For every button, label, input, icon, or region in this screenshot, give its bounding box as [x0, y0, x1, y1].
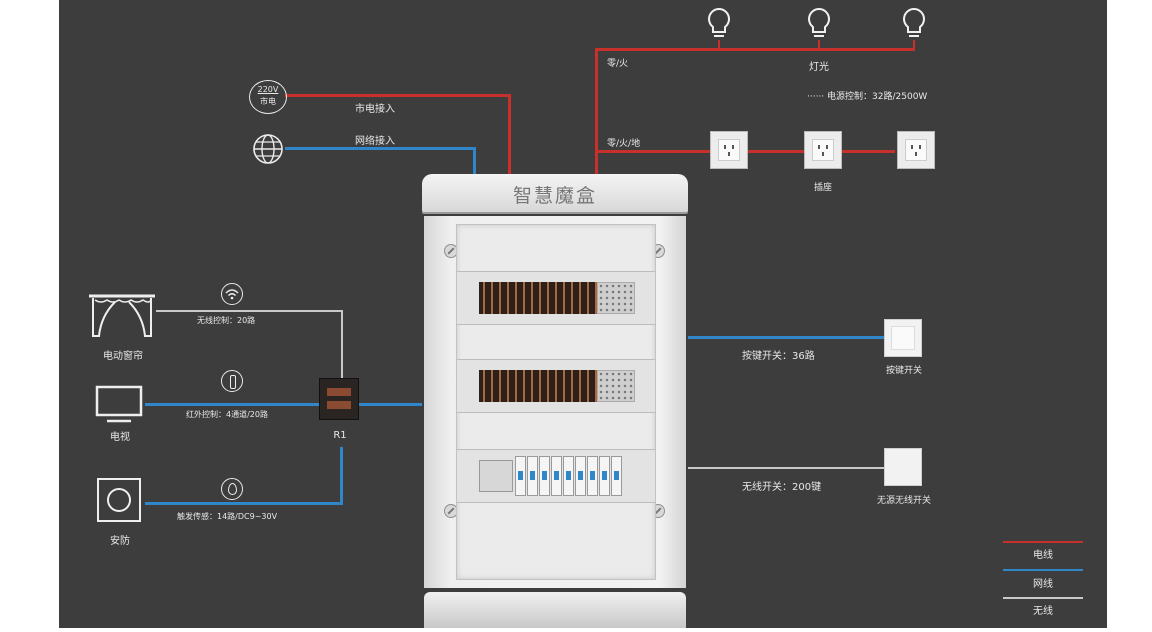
relay-module — [479, 370, 597, 402]
legend-swatch-power — [1003, 541, 1083, 543]
security-label: 安防 — [110, 536, 130, 547]
lighting-drop-2 — [818, 40, 820, 50]
mains-wire-drop — [508, 94, 511, 176]
network-wire — [285, 147, 476, 150]
light-bulb-icon — [808, 7, 830, 37]
socket-wire-label: 零/火/地 — [607, 139, 641, 149]
lighting-wire — [595, 48, 915, 51]
power-badge-top: 220V — [257, 85, 279, 94]
key-switch-label: 按键开关 — [885, 366, 923, 376]
drop-glyph — [228, 483, 237, 495]
infrared-remote-icon — [221, 370, 243, 392]
relay-label: R1 — [333, 430, 347, 441]
socket-group-label: 插座 — [813, 183, 833, 193]
lighting-group-label: 灯光 — [809, 62, 829, 73]
wireless-switch-icon — [884, 448, 922, 486]
remote-glyph — [230, 375, 236, 389]
breaker — [587, 456, 598, 496]
wireless-switch-wire — [688, 467, 884, 469]
breaker — [563, 456, 574, 496]
breaker — [551, 456, 562, 496]
legend-swatch-wireless — [1003, 597, 1083, 599]
cabinet-body — [424, 216, 686, 588]
wifi-signal-icon — [225, 289, 239, 300]
wireless-switch-wire-label: 无线开关：200键 — [742, 482, 822, 493]
security-control-label: 触发传感：14路/DC9~30V — [177, 512, 278, 521]
cabinet-base — [424, 592, 686, 628]
terminal-block — [597, 282, 635, 314]
light-bulb-icon — [708, 7, 730, 37]
terminal-block — [597, 370, 635, 402]
security-sensor-icon — [97, 478, 141, 522]
curtain-wire-drop — [341, 310, 343, 378]
mains-wire — [285, 94, 511, 97]
relay-r1-icon — [319, 378, 359, 420]
network-input-label: 网络接入 — [355, 136, 395, 147]
breaker — [611, 456, 622, 496]
key-switch-wire — [688, 336, 884, 339]
curtain-icon — [89, 294, 155, 337]
module-rail-1 — [457, 271, 655, 325]
controller-module — [479, 460, 513, 492]
light-bulb-icon — [903, 7, 925, 37]
lighting-drop-1 — [718, 40, 720, 50]
security-wire — [145, 502, 342, 505]
breaker — [575, 456, 586, 496]
legend-label-wireless: 无线 — [1033, 606, 1053, 617]
tv-icon — [95, 385, 143, 423]
curtain-control-label: 无线控制：20路 — [197, 316, 256, 325]
lighting-wire-label: 零/火 — [607, 59, 629, 69]
relay-wire — [359, 403, 422, 406]
lighting-wire-vertical — [595, 48, 598, 176]
lighting-drop-3 — [913, 40, 915, 50]
breaker — [527, 456, 538, 496]
breaker — [515, 456, 526, 496]
power-socket-icon — [804, 131, 842, 169]
breaker — [539, 456, 550, 496]
lighting-control-note: ······ 电源控制：32路/2500W — [807, 92, 928, 102]
wireless-switch-label: 无源无线开关 — [876, 496, 932, 506]
module-rail-3 — [457, 449, 655, 503]
security-wire-rise — [340, 447, 343, 505]
power-socket-icon — [897, 131, 935, 169]
mains-input-label: 市电接入 — [355, 104, 395, 115]
power-badge-bottom: 市电 — [260, 97, 276, 106]
curtain-wire — [156, 310, 342, 312]
key-switch-icon — [884, 319, 922, 357]
module-rail-2 — [457, 359, 655, 413]
relay-module — [479, 282, 597, 314]
breaker — [599, 456, 610, 496]
tv-wire — [145, 403, 319, 406]
cabinet-title: 智慧魔盒 — [512, 185, 597, 207]
globe-icon — [253, 134, 283, 164]
legend-label-network: 网线 — [1033, 579, 1053, 590]
sensor-drop-icon — [221, 478, 243, 500]
power-220v-icon — [249, 80, 287, 114]
wifi-icon — [221, 283, 243, 305]
curtain-label: 电动窗帘 — [103, 351, 143, 362]
tv-label: 电视 — [110, 432, 130, 443]
tv-control-label: 红外控制：4通道/20路 — [186, 410, 268, 419]
cabinet-lid: 智慧魔盒 — [422, 174, 688, 212]
key-switch-wire-label: 按键开关：36路 — [742, 351, 815, 362]
power-socket-icon — [710, 131, 748, 169]
legend-swatch-network — [1003, 569, 1083, 571]
diagram-canvas: 220V 市电 市电接入 网络接入 零/火 灯光 ······ 电源控制：32路… — [59, 0, 1107, 628]
network-wire-drop — [473, 147, 476, 176]
smart-box-cabinet: 智慧魔盒 — [422, 174, 688, 628]
cabinet-inner-panel — [456, 224, 656, 580]
legend-label-power: 电线 — [1033, 550, 1053, 561]
